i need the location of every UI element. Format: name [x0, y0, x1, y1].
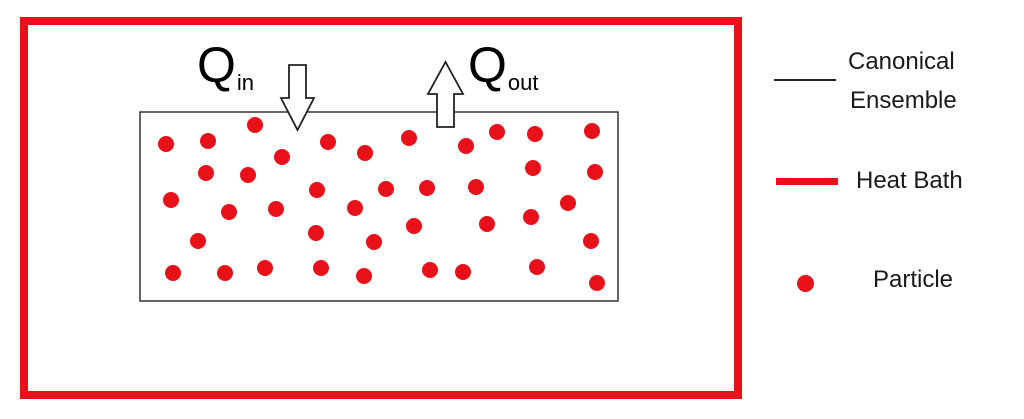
particle-dot — [268, 201, 284, 217]
particle-dot — [589, 275, 605, 291]
particle-dot — [240, 167, 256, 183]
particle-dot — [347, 200, 363, 216]
canonical-ensemble-box — [139, 111, 619, 302]
legend-ensemble-swatch — [774, 79, 836, 81]
particle-dot — [247, 117, 263, 133]
particle-dot — [217, 265, 233, 281]
q-out-label: Qout — [468, 37, 539, 95]
q-in-main: Q — [197, 37, 236, 93]
particle-dot — [163, 192, 179, 208]
particle-dot — [529, 259, 545, 275]
particle-dot — [401, 130, 417, 146]
particle-dot — [309, 182, 325, 198]
particle-dot — [489, 124, 505, 140]
particle-dot — [356, 268, 372, 284]
particle-dot — [406, 218, 422, 234]
particle-dot — [165, 265, 181, 281]
particle-dot — [458, 138, 474, 154]
particle-dot — [357, 145, 373, 161]
up-arrow-icon — [426, 60, 465, 128]
particle-dot — [479, 216, 495, 232]
down-arrow-icon — [279, 64, 316, 132]
particle-dot — [527, 126, 543, 142]
particle-dot — [320, 134, 336, 150]
particle-dot — [313, 260, 329, 276]
particle-dot — [198, 165, 214, 181]
particle-dot — [366, 234, 382, 250]
particle-dot — [274, 149, 290, 165]
particle-dot — [583, 233, 599, 249]
q-in-label: Qin — [197, 37, 254, 95]
legend-heat-bath-swatch — [776, 178, 838, 185]
legend-particle-swatch — [797, 275, 814, 292]
particle-dot — [378, 181, 394, 197]
particle-dot — [587, 164, 603, 180]
particle-dot — [468, 179, 484, 195]
legend-particle-label: Particle — [873, 266, 954, 293]
particle-dot — [221, 204, 237, 220]
particle-dot — [455, 264, 471, 280]
heat-bath-border — [20, 17, 742, 399]
q-in-sub: in — [236, 70, 255, 95]
particle-dot — [308, 225, 324, 241]
legend-heat-bath-label: Heat Bath — [856, 167, 963, 194]
q-out-sub: out — [507, 70, 539, 95]
particle-dot — [200, 133, 216, 149]
particle-dot — [560, 195, 576, 211]
particle-dot — [523, 209, 539, 225]
particle-dot — [190, 233, 206, 249]
legend-ensemble-label-line2: Ensemble — [850, 87, 957, 114]
particle-dot — [257, 260, 273, 276]
legend-ensemble-label-line1: Canonical — [848, 48, 955, 75]
particle-dot — [525, 160, 541, 176]
q-out-main: Q — [468, 37, 507, 93]
particle-dot — [422, 262, 438, 278]
particle-dot — [158, 136, 174, 152]
particle-group — [158, 117, 605, 291]
particle-dot — [419, 180, 435, 196]
particle-dot — [584, 123, 600, 139]
